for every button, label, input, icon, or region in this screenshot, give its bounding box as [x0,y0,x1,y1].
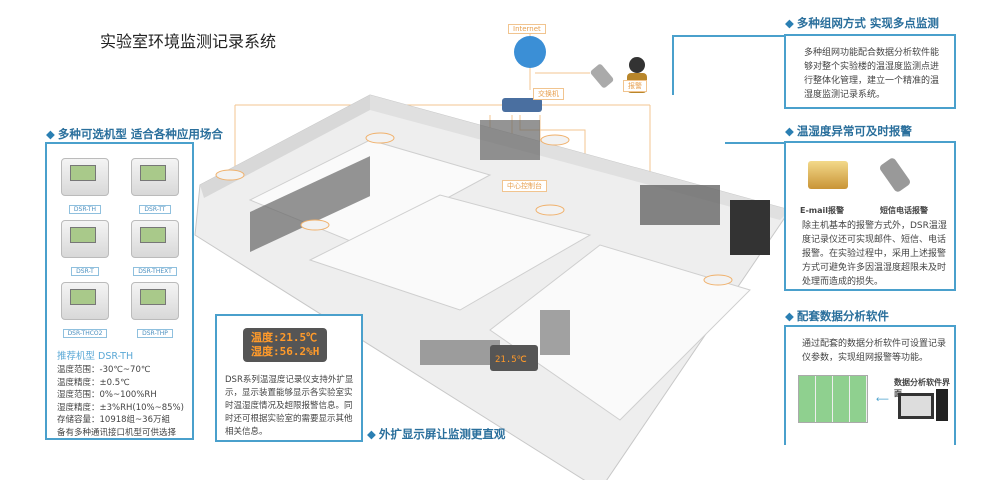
model-card: DSR-THP [123,282,187,339]
software-panel: 通过配套的数据分析软件可设置记录仪参数，实现组网报警等功能。 ⟵ 数据分析软件界… [784,325,956,445]
recommended-model: 推荐机型 DSR-TH [57,351,134,362]
sensor-devices [215,132,733,286]
alarm-heading: ◆温湿度异常可及时报警 [785,124,912,138]
alarm-panel: E-mail报警 短信电话报警 除主机基本的报警方式外，DSR温湿度记录仪还可实… [784,141,956,291]
network-heading: ◆多种组网方式 实现多点监测 [785,16,939,30]
device-icon [131,282,179,320]
models-panel: DSR-TH DSR-TT DSR-T DSR-THEXT DSR-THCO2 … [45,142,194,440]
page-title: 实验室环境监测记录系统 [100,32,277,51]
software-heading: ◆配套数据分析软件 [785,309,889,323]
display-heading: ◆外扩显示屏让监测更直观 [367,427,506,441]
device-icon [131,220,179,258]
room-center [308,194,592,311]
model-card: DSR-THCO2 [53,282,117,339]
control-tag: 中心控制台 [502,180,547,192]
arrow-left-icon: ⟵ [876,395,889,405]
model-card: DSR-TH [53,158,117,215]
internet-globe-icon [514,36,546,68]
device-icon [61,220,109,258]
models-heading: ◆多种可选机型 适合各种应用场合 [46,127,223,141]
alarm-tag: 报警 [623,80,647,92]
person-icon [629,57,645,73]
email-icon [808,161,848,189]
device-icon [61,158,109,196]
pc-tower-icon [936,389,948,421]
svg-text:21.5℃: 21.5℃ [495,355,527,365]
switch-tag: 交换机 [533,88,564,100]
model-card: DSR-TT [123,158,187,215]
device-icon [61,282,109,320]
led-display-small [490,345,538,371]
software-screenshot [798,375,868,423]
device-icon [131,158,179,196]
model-card: DSR-T [53,220,117,277]
network-panel: 多种组网功能配合数据分析软件能够对整个实验楼的温湿度监测点进行整体化管理，建立一… [784,34,956,109]
room-right [489,244,751,421]
lab-floor-plan: 21.5℃ [194,32,790,480]
computer-icon [898,393,934,419]
mobile-phone-icon [590,64,614,88]
model-card: DSR-THEXT [123,220,187,277]
phone-icon [878,156,912,194]
network-switch-icon [502,98,542,112]
internet-tag: Internet [508,24,546,34]
